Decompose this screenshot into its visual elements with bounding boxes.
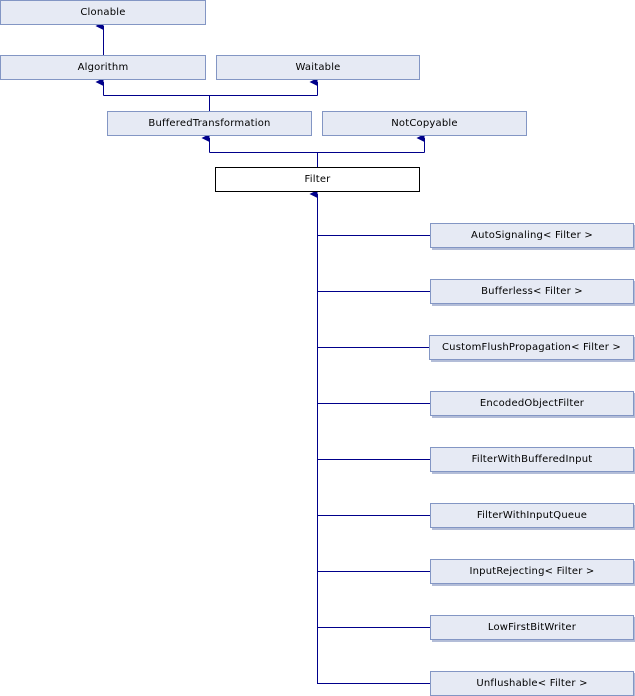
class-node-label: AutoSignaling< Filter > xyxy=(471,229,593,241)
class-node-bufferedtransformation[interactable]: BufferedTransformation xyxy=(107,111,312,136)
class-node-label: Unflushable< Filter > xyxy=(476,677,588,689)
class-node-label: CustomFlushPropagation< Filter > xyxy=(442,341,621,353)
class-node-label: Bufferless< Filter > xyxy=(481,285,583,297)
class-node-filter[interactable]: Filter xyxy=(215,167,420,192)
class-node-label: NotCopyable xyxy=(391,117,458,129)
class-node-inputrejecting[interactable]: InputRejecting< Filter > xyxy=(430,559,634,584)
class-node-clonable[interactable]: Clonable xyxy=(0,0,206,25)
class-node-filterwithinputqueue[interactable]: FilterWithInputQueue xyxy=(430,503,634,528)
class-node-label: FilterWithBufferedInput xyxy=(471,453,593,465)
class-node-label: Algorithm xyxy=(77,61,129,73)
class-node-customflushpropagation[interactable]: CustomFlushPropagation< Filter > xyxy=(429,335,634,360)
class-node-bufferless[interactable]: Bufferless< Filter > xyxy=(430,279,634,304)
class-node-notcopyable[interactable]: NotCopyable xyxy=(322,111,527,136)
class-node-waitable[interactable]: Waitable xyxy=(216,55,420,80)
class-node-filterwithbufferedinput[interactable]: FilterWithBufferedInput xyxy=(430,447,634,472)
class-node-label: EncodedObjectFilter xyxy=(479,397,585,409)
class-node-label: LowFirstBitWriter xyxy=(487,621,577,633)
class-node-encodedobjectfilter[interactable]: EncodedObjectFilter xyxy=(430,391,634,416)
class-node-label: InputRejecting< Filter > xyxy=(469,565,595,577)
class-node-label: Clonable xyxy=(80,6,126,18)
class-node-label: Filter xyxy=(304,173,331,185)
class-node-algorithm[interactable]: Algorithm xyxy=(0,55,206,80)
class-node-lowfirstbitwriter[interactable]: LowFirstBitWriter xyxy=(430,615,634,640)
class-node-label: FilterWithInputQueue xyxy=(476,509,588,521)
class-node-label: Waitable xyxy=(295,61,341,73)
class-node-autosignaling[interactable]: AutoSignaling< Filter > xyxy=(430,223,634,248)
class-node-unflushable[interactable]: Unflushable< Filter > xyxy=(430,671,634,696)
class-node-label: BufferedTransformation xyxy=(148,117,271,129)
